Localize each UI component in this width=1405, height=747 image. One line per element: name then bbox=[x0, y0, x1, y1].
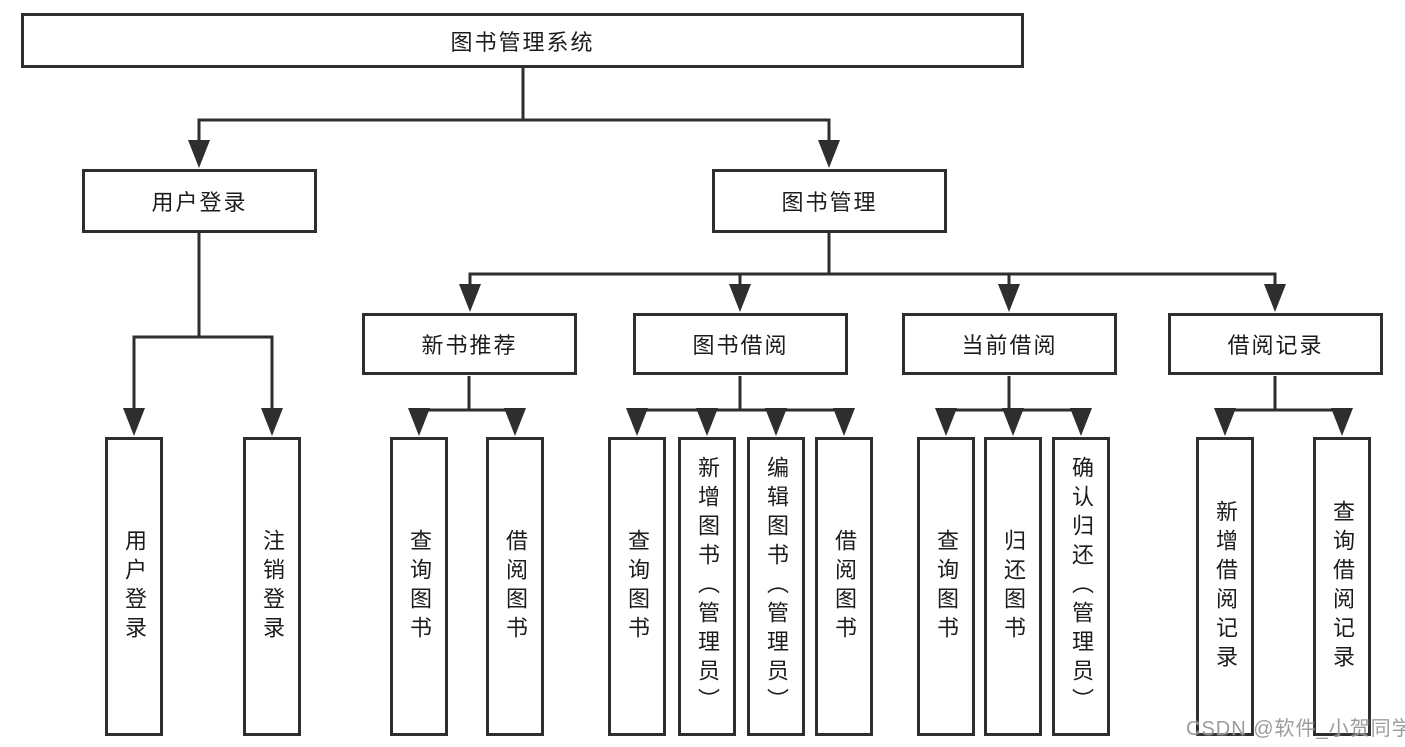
leaf-return-books: 归还图书 bbox=[984, 437, 1042, 736]
leaf-label: 借阅图书 bbox=[832, 528, 857, 645]
leaf-query-books-recommend: 查询图书 bbox=[390, 437, 448, 736]
leaf-label: 查询图书 bbox=[625, 528, 650, 645]
arrow-down-icon bbox=[1264, 284, 1286, 312]
arrow-down-icon bbox=[935, 408, 957, 436]
leaf-label: 借阅图书 bbox=[503, 528, 528, 645]
leaf-add-book-admin: 新增图书（管理员） bbox=[678, 437, 736, 736]
node-current-borrowing: 当前借阅 bbox=[902, 313, 1117, 375]
csdn-watermark: CSDN @软件_小贺同学 bbox=[1186, 718, 1405, 740]
leaf-label: 新增借阅记录 bbox=[1213, 499, 1238, 674]
leaf-label: 确认归还（管理员） bbox=[1069, 456, 1094, 717]
leaf-label: 查询图书 bbox=[407, 528, 432, 645]
leaf-query-borrow-record: 查询借阅记录 bbox=[1313, 437, 1371, 736]
leaf-label: 编辑图书（管理员） bbox=[764, 456, 789, 717]
arrow-down-icon bbox=[833, 408, 855, 436]
leaf-query-books-borrow: 查询图书 bbox=[608, 437, 666, 736]
leaf-logout: 注销登录 bbox=[243, 437, 301, 736]
node-user-login: 用户登录 bbox=[82, 169, 317, 233]
arrow-down-icon bbox=[261, 408, 283, 436]
leaf-borrow-books-recommend: 借阅图书 bbox=[486, 437, 544, 736]
arrowheads bbox=[123, 140, 1353, 436]
node-borrowing-records: 借阅记录 bbox=[1168, 313, 1383, 375]
arrow-down-icon bbox=[626, 408, 648, 436]
arrow-down-icon bbox=[408, 408, 430, 436]
arrow-down-icon bbox=[1331, 408, 1353, 436]
leaf-label: 用户登录 bbox=[122, 528, 147, 645]
arrow-down-icon bbox=[998, 284, 1020, 312]
arrow-down-icon bbox=[123, 408, 145, 436]
arrow-down-icon bbox=[188, 140, 210, 168]
arrow-down-icon bbox=[459, 284, 481, 312]
leaf-user-login: 用户登录 bbox=[105, 437, 163, 736]
node-book-management: 图书管理 bbox=[712, 169, 947, 233]
leaf-borrow-books: 借阅图书 bbox=[815, 437, 873, 736]
leaf-label: 注销登录 bbox=[260, 528, 285, 645]
leaf-label: 新增图书（管理员） bbox=[695, 456, 720, 717]
arrow-down-icon bbox=[818, 140, 840, 168]
arrow-down-icon bbox=[696, 408, 718, 436]
leaf-label: 归还图书 bbox=[1001, 528, 1026, 645]
arrow-down-icon bbox=[1070, 408, 1092, 436]
arrow-down-icon bbox=[765, 408, 787, 436]
leaf-label: 查询图书 bbox=[934, 528, 959, 645]
arrow-down-icon bbox=[1002, 408, 1024, 436]
node-book-borrowing: 图书借阅 bbox=[633, 313, 848, 375]
leaf-query-books-current: 查询图书 bbox=[917, 437, 975, 736]
leaf-label: 查询借阅记录 bbox=[1330, 499, 1355, 674]
arrow-down-icon bbox=[504, 408, 526, 436]
leaf-edit-book-admin: 编辑图书（管理员） bbox=[747, 437, 805, 736]
arrow-down-icon bbox=[729, 284, 751, 312]
node-new-book-recommendation: 新书推荐 bbox=[362, 313, 577, 375]
arrow-down-icon bbox=[1214, 408, 1236, 436]
node-library-management-system: 图书管理系统 bbox=[21, 13, 1024, 68]
leaf-confirm-return-admin: 确认归还（管理员） bbox=[1052, 437, 1110, 736]
leaf-add-borrow-record: 新增借阅记录 bbox=[1196, 437, 1254, 736]
